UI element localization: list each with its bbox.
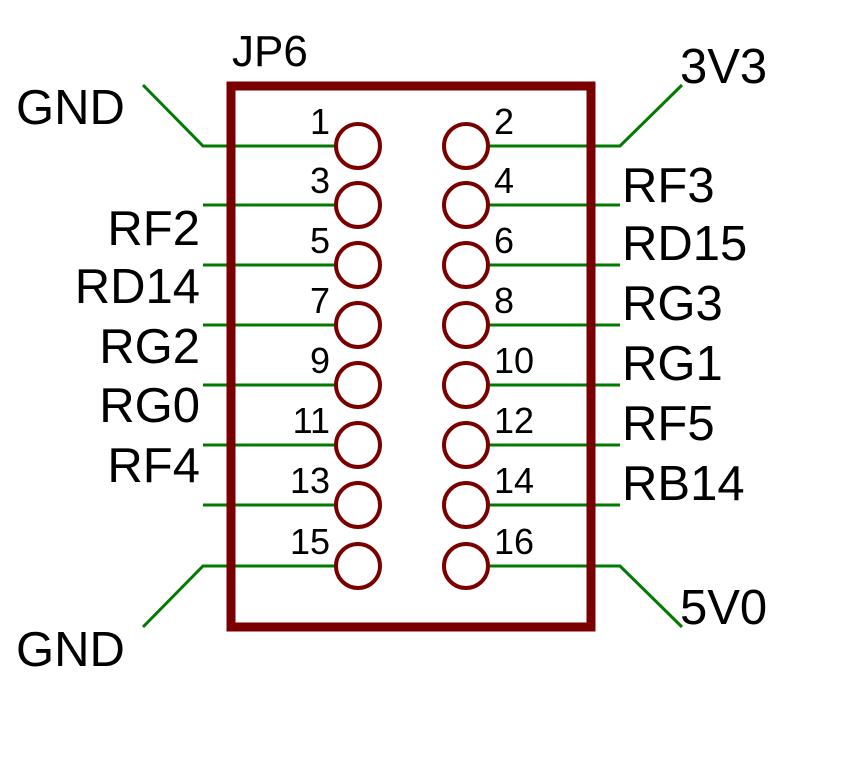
net-label-pin-9: RG2 [99, 320, 200, 374]
pad-4 [442, 181, 490, 229]
pad-14 [442, 481, 490, 529]
net-label-pin-11: RG0 [99, 379, 200, 433]
wire-pin-16 [490, 564, 684, 629]
pin-number-2: 2 [494, 101, 514, 142]
pin-number-3: 3 [310, 160, 330, 201]
net-label-pin-7: RD14 [75, 260, 200, 314]
component-reference: JP6 [232, 27, 308, 76]
pin-number-12: 12 [494, 400, 534, 441]
pin-number-1: 1 [310, 101, 330, 142]
net-label-pin-12: RF5 [622, 397, 715, 451]
pin-number-16: 16 [494, 521, 534, 562]
pad-6 [442, 241, 490, 289]
pad-10 [442, 361, 490, 409]
wires-group [141, 83, 684, 629]
pin-number-6: 6 [494, 220, 514, 261]
pad-2 [442, 122, 490, 170]
power-label-top-left: GND [16, 81, 125, 135]
power-label-top-right: 3V3 [680, 40, 767, 94]
net-label-pin-8: RG3 [622, 277, 723, 331]
pad-8 [442, 301, 490, 349]
pad-5 [334, 241, 382, 289]
wire-pin-2 [490, 83, 684, 148]
pin-number-9: 9 [310, 340, 330, 381]
pad-13 [334, 481, 382, 529]
power-label-bottom-left: GND [16, 623, 125, 677]
pin-number-5: 5 [310, 220, 330, 261]
wire-pin-1 [141, 83, 335, 148]
pin-number-7: 7 [310, 280, 330, 321]
net-label-pin-10: RG1 [622, 337, 723, 391]
pad-16 [442, 542, 490, 590]
pin-number-4: 4 [494, 160, 514, 201]
pin-number-11: 11 [293, 400, 330, 441]
power-label-bottom-right: 5V0 [680, 581, 767, 635]
pad-12 [442, 421, 490, 469]
pin-number-13: 13 [290, 460, 330, 501]
connector-body [226, 81, 596, 632]
net-label-pin-14: RB14 [622, 457, 745, 511]
pad-1 [334, 122, 382, 170]
net-label-pin-5: RF2 [107, 202, 200, 256]
pin-number-10: 10 [494, 340, 534, 381]
pad-15 [334, 542, 382, 590]
wire-pin-15 [141, 564, 335, 629]
pin-number-15: 15 [290, 521, 330, 562]
pad-3 [334, 181, 382, 229]
pads-group [334, 122, 490, 590]
net-label-pin-4: RF3 [622, 159, 715, 213]
pin-number-8: 8 [494, 280, 514, 321]
pad-11 [334, 421, 382, 469]
net-label-pin-13: RF4 [107, 439, 200, 493]
pad-9 [334, 361, 382, 409]
pin-number-14: 14 [494, 460, 534, 501]
net-label-pin-6: RD15 [622, 217, 747, 271]
pad-7 [334, 301, 382, 349]
